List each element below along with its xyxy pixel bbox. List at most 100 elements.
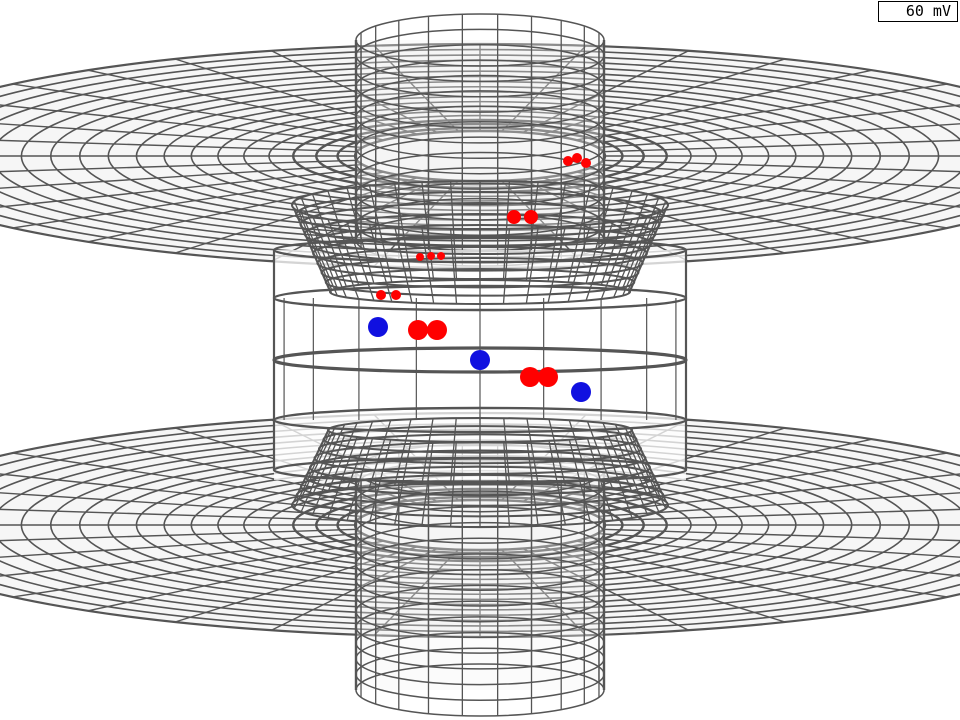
upper-funnel-rib	[311, 193, 347, 287]
upper-funnel-rib	[600, 190, 633, 286]
upper-funnel-rib	[567, 224, 592, 302]
lower-disc-spoke	[271, 547, 438, 631]
lower-funnel-rib	[449, 418, 457, 484]
upper-funnel-rib	[327, 218, 360, 300]
upper-funnel-rib	[585, 187, 614, 284]
anion-ion	[571, 382, 591, 402]
lower-funnel-rib	[346, 438, 374, 521]
upper-disc-spoke	[603, 139, 960, 153]
lower-funnel-rib	[548, 419, 566, 486]
cation-ion	[416, 253, 424, 261]
upper-funnel-rib	[502, 228, 511, 304]
upper-funnel-rib	[311, 215, 347, 298]
ions-layer	[368, 153, 591, 402]
upper-funnel-rib	[622, 212, 660, 296]
lower-funnel-rib	[421, 441, 434, 527]
cation-ion	[538, 367, 558, 387]
upper-disc-spoke	[12, 83, 385, 141]
cation-ion	[563, 156, 573, 166]
lower-funnel-rib	[548, 440, 566, 525]
lower-funnel-rib	[346, 421, 374, 490]
upper-funnel-rib	[293, 200, 333, 291]
lower-disc-spoke	[0, 536, 372, 577]
upper-disc-spoke	[12, 171, 385, 229]
upper-funnel-rib	[525, 182, 539, 281]
upper-funnel-rib	[300, 212, 338, 296]
upper-disc-spoke	[588, 167, 960, 208]
upper-funnel-rib	[300, 197, 338, 289]
upper-disc-spoke	[588, 104, 960, 145]
upper-funnel-rib	[327, 190, 360, 286]
lower-funnel-rib	[623, 433, 660, 513]
lower-funnel-rib	[421, 418, 434, 485]
lower-disc-spoke	[575, 540, 948, 598]
lower-funnel-rib	[629, 427, 667, 502]
upper-funnel-rib	[585, 221, 614, 301]
cation-ion	[507, 210, 521, 224]
lower-funnel	[291, 417, 669, 528]
upper-funnel-rib	[627, 208, 667, 295]
upper-funnel-rib	[346, 221, 375, 301]
upper-funnel-rib	[600, 218, 633, 300]
lower-disc-spoke	[542, 545, 786, 623]
lower-funnel-rib	[526, 418, 539, 485]
upper-funnel-rib	[449, 181, 458, 281]
lower-funnel-rib	[503, 418, 511, 484]
upper-funnel-rib	[567, 185, 592, 283]
upper-funnel-rib	[525, 227, 539, 304]
lower-funnel-rib	[368, 439, 392, 523]
upper-funnel	[291, 180, 669, 305]
upper-funnel-rib	[622, 197, 660, 289]
lower-funnel-rib	[293, 431, 331, 509]
upper-funnel-rib	[421, 182, 435, 281]
cation-ion	[408, 320, 428, 340]
cation-ion	[572, 153, 582, 163]
lower-funnel-rib	[311, 435, 346, 516]
lower-funnel-rib	[614, 424, 649, 496]
lower-disc-spoke	[0, 528, 357, 542]
lower-funnel-rib	[449, 441, 457, 527]
lower-funnel-rib	[602, 436, 633, 519]
lower-funnel-rib	[586, 421, 614, 490]
lower-funnel-rib	[327, 422, 358, 493]
upper-funnel-rib	[502, 181, 511, 281]
lower-funnel-rib	[311, 424, 346, 496]
upper-disc-spoke	[575, 171, 948, 229]
lower-disc-spoke	[0, 532, 363, 558]
upper-disc-spoke	[501, 45, 587, 132]
upper-disc-spoke	[0, 163, 363, 189]
lower-disc-spoke	[0, 473, 372, 514]
upper-disc-spoke	[0, 123, 363, 149]
lower-disc-spoke	[575, 452, 948, 510]
upper-funnel-rib	[449, 228, 458, 304]
upper-funnel-rib	[613, 215, 649, 298]
cation-ion	[581, 158, 591, 168]
lower-funnel-rib	[394, 440, 412, 525]
upper-funnel-rib	[291, 204, 331, 293]
lower-disc-spoke	[501, 549, 587, 636]
lower-disc-spoke	[560, 438, 873, 507]
cation-ion	[376, 290, 386, 300]
lower-disc-spoke	[174, 545, 418, 623]
upper-disc-spoke	[373, 45, 459, 132]
lower-disc-spoke	[597, 532, 960, 558]
upper-disc-spoke	[87, 174, 400, 243]
upper-disc-spoke	[271, 50, 438, 134]
lower-funnel-rib	[623, 426, 660, 499]
lower-disc-spoke	[522, 547, 689, 631]
cation-ion	[437, 252, 445, 260]
lower-disc-spoke	[0, 508, 357, 522]
upper-disc-spoke	[174, 58, 418, 136]
lower-disc-spoke	[603, 508, 960, 522]
cation-ion	[391, 290, 401, 300]
lower-funnel-rib	[614, 435, 649, 516]
upper-disc-spoke	[597, 163, 960, 189]
lower-disc-spoke	[588, 536, 960, 577]
voltage-readout: 60 mV	[878, 1, 958, 22]
lower-disc-spoke	[373, 549, 459, 636]
upper-disc-spoke	[0, 167, 372, 208]
cation-ion	[524, 210, 538, 224]
upper-disc-spoke	[87, 69, 400, 138]
